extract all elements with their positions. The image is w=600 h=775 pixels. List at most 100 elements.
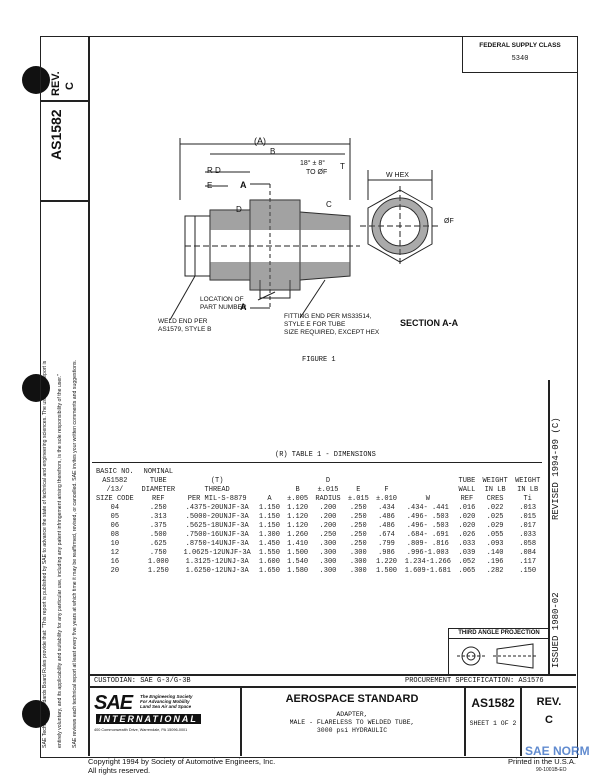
disclaimer-line-2: entirely voluntary, and its applicabilit… xyxy=(57,374,63,748)
label-to-f: TO ØF xyxy=(306,169,328,176)
table-cell: .300 xyxy=(349,558,367,566)
table-cell: .015 xyxy=(519,513,537,521)
table-cell: 1.000 xyxy=(147,558,169,566)
table-cell: .093 xyxy=(486,540,504,548)
table-cell: .033 xyxy=(519,531,537,539)
table-cell: .016 xyxy=(458,504,476,512)
table-cell: 1.3125-12UNJ-3A xyxy=(185,558,249,566)
part-title: ADAPTER, MALE - FLARELESS TO WELDED TUBE… xyxy=(289,711,415,734)
table-cell: .200 xyxy=(319,504,337,512)
table-cell: .022 xyxy=(486,504,504,512)
label-d: D xyxy=(236,205,242,214)
punch-hole-middle xyxy=(22,374,50,402)
sae-society-line: The Engineering Society For Advancing Mo… xyxy=(140,694,193,709)
table-cell: 16 xyxy=(110,558,120,566)
table-cell: .496- .503 xyxy=(406,513,449,521)
watermark: SAE NORM xyxy=(525,744,590,758)
table-cell: .020 xyxy=(458,513,476,521)
left-doc-number: AS1582 xyxy=(48,109,64,160)
projection-label: THIRD ANGLE PROJECTION xyxy=(449,629,549,639)
table-cell: .200 xyxy=(319,522,337,530)
table-cell: 1.650 xyxy=(258,567,280,575)
table-header-cell: B ±.005 xyxy=(287,486,309,503)
table-cell: .250 xyxy=(149,504,167,512)
table-cell: .300 xyxy=(319,549,337,557)
table-header-cell: (T) THREAD PER MIL-S-8879 xyxy=(187,477,247,503)
table-cell: .196 xyxy=(486,558,504,566)
table-cell: 1.150 xyxy=(258,504,280,512)
table-cell: .026 xyxy=(458,531,476,539)
sae-international: INTERNATIONAL xyxy=(96,714,201,724)
table-cell: 1.120 xyxy=(287,522,309,530)
table-cell: .986 xyxy=(378,549,395,557)
table-cell: 1.260 xyxy=(287,531,309,539)
table-cell: 1.609-1.681 xyxy=(404,567,451,575)
table-cell: .117 xyxy=(519,558,537,566)
table-cell: .486 xyxy=(378,513,395,521)
table-cell: 08 xyxy=(110,531,120,539)
sae-address: 400 Commonwealth Drive, Warrendale, PA 1… xyxy=(94,728,188,732)
printed-in: Printed in the U.S.A. xyxy=(508,757,576,766)
table-cell: .750 xyxy=(149,549,167,557)
table-cell: .300 xyxy=(319,540,337,548)
table-cell: .7500-16UNJF-3A xyxy=(185,531,249,539)
label-b: B xyxy=(270,147,276,156)
standard-title: AEROSPACE STANDARD xyxy=(285,693,419,705)
table-cell: 1.540 xyxy=(287,558,309,566)
table-header-cell: F ±.010 xyxy=(375,486,397,503)
label-a-arrow-bottom: A xyxy=(240,302,247,312)
table-cell: 10 xyxy=(110,540,120,548)
table-cell: .300 xyxy=(349,567,367,575)
table-cell: 1.120 xyxy=(287,504,309,512)
table-cell: 20 xyxy=(110,567,120,575)
left-rev-label: REV. xyxy=(50,71,62,96)
rights: All rights reserved. xyxy=(88,766,151,775)
issued-date: ISSUED 1980-02 xyxy=(551,592,561,668)
label-c: C xyxy=(326,200,332,209)
table-cell: .065 xyxy=(458,567,476,575)
footer-div-1 xyxy=(240,686,242,756)
table-cell: .250 xyxy=(349,540,367,548)
table-cell: .5000-20UNJF-3A xyxy=(185,513,249,521)
table-cell: 06 xyxy=(110,522,120,530)
right-strip-divider xyxy=(548,380,550,674)
table-cell: 04 xyxy=(110,504,120,512)
table-cell: .084 xyxy=(519,549,537,557)
left-rev-value: C xyxy=(64,82,76,90)
table-cell: 1.500 xyxy=(287,549,309,557)
disclaimer-line-3: SAE reviews each technical report at lea… xyxy=(72,360,78,748)
table-cell: 1.580 xyxy=(287,567,309,575)
label-e: E xyxy=(207,181,213,190)
table-cell: 12 xyxy=(110,549,120,557)
table-cell: 1.150 xyxy=(258,513,280,521)
table-cell: .029 xyxy=(486,522,504,530)
table-cell: .282 xyxy=(486,567,504,575)
label-rd: R D xyxy=(207,166,221,175)
table-cell: .140 xyxy=(486,549,504,557)
table-cell: .055 xyxy=(486,531,504,539)
label-a-arrow-top: A xyxy=(240,180,247,190)
table-cell: .013 xyxy=(519,504,537,512)
section-label: SECTION A-A xyxy=(400,318,459,328)
table-cell: .996-1.003 xyxy=(406,549,449,557)
footer-rule-top xyxy=(88,674,576,676)
table-cell: .434- .441 xyxy=(406,504,449,512)
footer-rule-mid xyxy=(88,686,576,688)
table-cell: .300 xyxy=(319,567,337,575)
table-cell: .033 xyxy=(458,540,476,548)
table-cell: .200 xyxy=(319,513,337,521)
table-cell: 1.300 xyxy=(258,531,280,539)
table-cell: .434 xyxy=(378,504,395,512)
table-cell: .052 xyxy=(458,558,476,566)
table-header-cell: W xyxy=(425,495,430,503)
table-cell: .150 xyxy=(519,567,537,575)
label-w-hex: W HEX xyxy=(386,172,409,179)
table-cell: .300 xyxy=(319,558,337,566)
